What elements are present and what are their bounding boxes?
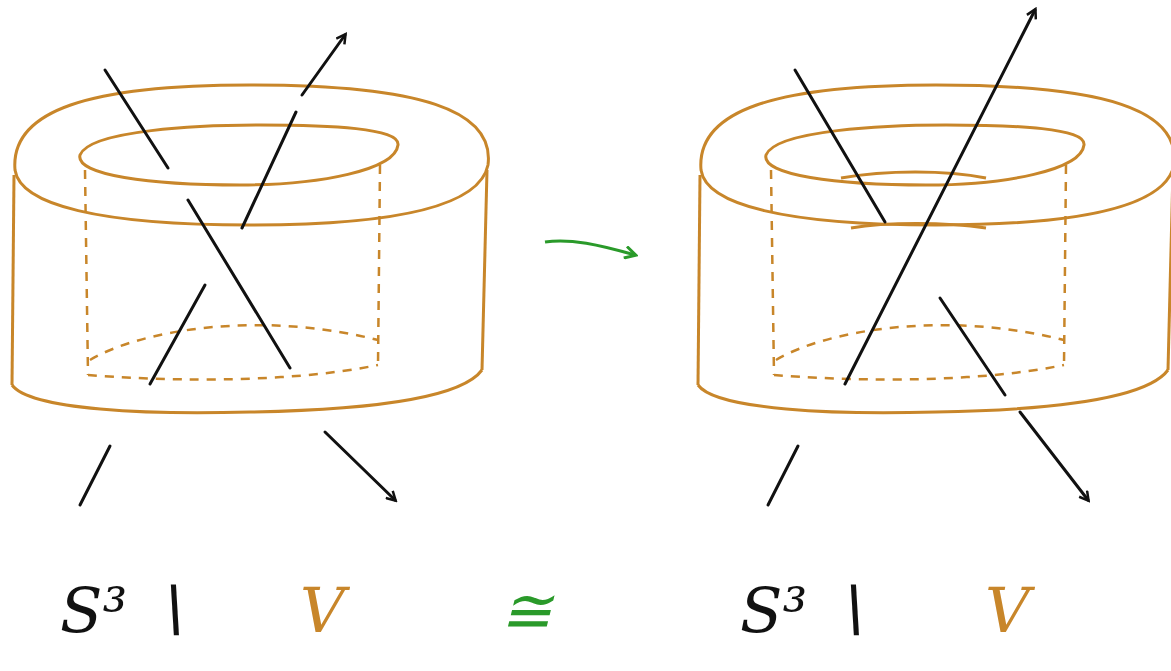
- space-label: S³ ∖: [60, 580, 186, 642]
- knot-strand: [768, 10, 1088, 505]
- homeomorphism-symbol: ≅: [500, 580, 552, 642]
- knot-strand: [80, 35, 395, 505]
- solid-torus: [698, 85, 1171, 413]
- torus-label: V: [985, 580, 1030, 642]
- solid-torus: [12, 85, 488, 413]
- green-arrow: [545, 241, 635, 255]
- space-label: S³ ∖: [740, 580, 866, 642]
- torus-label: V: [300, 580, 345, 642]
